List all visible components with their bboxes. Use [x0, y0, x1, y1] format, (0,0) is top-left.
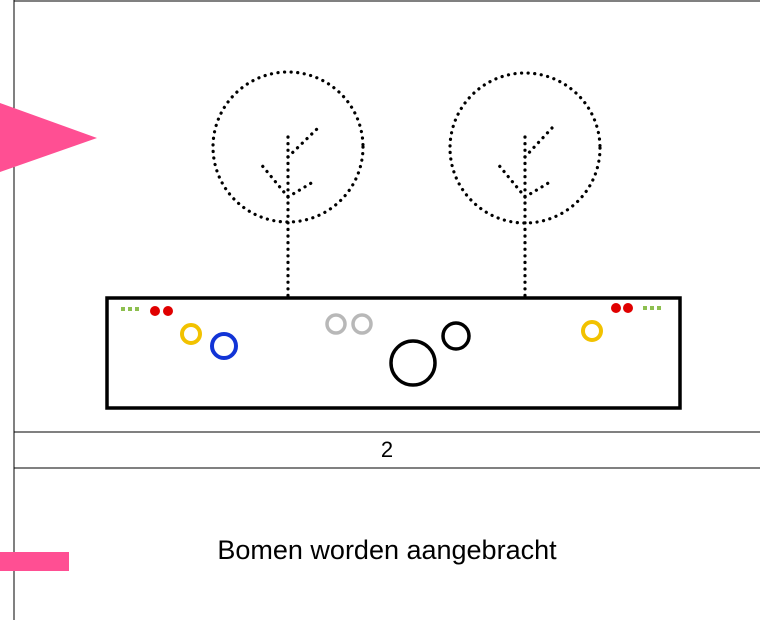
tree-branch	[286, 126, 320, 159]
tree-branch	[258, 161, 290, 199]
street-box	[105, 296, 682, 410]
tree-branch	[523, 180, 552, 199]
tree-crown	[211, 70, 365, 224]
tree-branch	[286, 180, 315, 199]
gray-ring	[351, 313, 373, 335]
tree-branch	[495, 161, 527, 199]
green-dashes-left	[121, 307, 139, 311]
tree-crown	[448, 71, 602, 225]
yellow-ring	[180, 323, 202, 345]
red-dot	[623, 303, 633, 313]
play-triangle-icon	[0, 103, 97, 172]
tree-branch	[523, 126, 554, 159]
green-dashes-right	[643, 306, 661, 310]
tree-icon	[448, 71, 602, 298]
red-dot	[163, 306, 173, 316]
step-number: 2	[380, 437, 394, 462]
blue-ring	[210, 332, 238, 360]
tree-icon	[211, 70, 365, 298]
red-dot	[150, 306, 160, 316]
small-black-ring	[441, 321, 471, 351]
gray-ring	[325, 313, 347, 335]
pink-bar	[0, 552, 69, 571]
caption: Bomen worden aangebracht	[217, 534, 557, 565]
large-black-ring	[389, 339, 437, 387]
red-dot	[611, 303, 621, 313]
yellow-ring	[581, 320, 603, 342]
